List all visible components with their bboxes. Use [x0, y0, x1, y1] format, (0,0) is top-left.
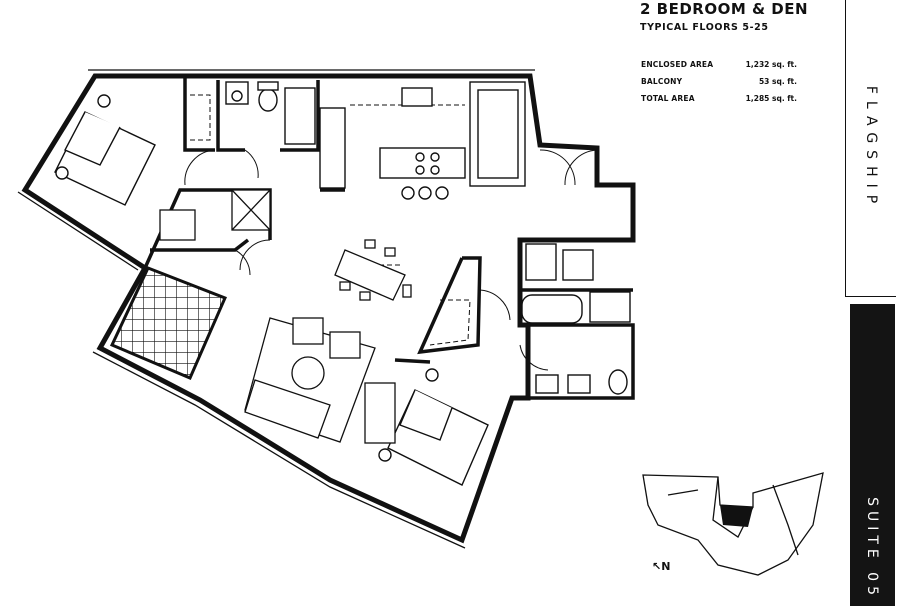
- area-value-enclosed: 1,232 sq. ft.: [745, 60, 797, 69]
- den: [159, 189, 271, 241]
- area-label-total: TOTAL AREA: [641, 94, 695, 103]
- living-room: [244, 317, 396, 444]
- suite-label: SUITE 05: [864, 497, 881, 600]
- interior-walls: [143, 78, 635, 400]
- kitchen: [319, 81, 526, 200]
- area-label-enclosed: ENCLOSED AREA: [641, 60, 714, 69]
- bathroom-2: [521, 243, 631, 395]
- bed-2: [378, 368, 489, 486]
- area-label-balcony: BALCONY: [641, 77, 683, 86]
- brand-panel: FLAGSHIP: [845, 0, 896, 297]
- balcony: [109, 266, 228, 380]
- bathroom-1: [225, 81, 316, 145]
- key-plan: [642, 472, 824, 576]
- suite-highlight: [720, 505, 753, 527]
- suite-panel: SUITE 05: [850, 304, 895, 606]
- north-label: N: [661, 560, 671, 573]
- floor-plan: [17, 69, 636, 549]
- plan-title: 2 BEDROOM & DEN: [640, 0, 809, 18]
- area-value-balcony: 53 sq. ft.: [758, 77, 797, 86]
- glazing: [17, 69, 535, 549]
- dining-set: [334, 239, 412, 301]
- area-value-total: 1,285 sq. ft.: [745, 94, 797, 103]
- brand-name: FLAGSHIP: [863, 85, 879, 211]
- plan-subtitle: TYPICAL FLOORS 5-25: [640, 22, 769, 33]
- bed-1: [54, 94, 156, 206]
- north-arrow-icon: ↖N: [652, 560, 671, 573]
